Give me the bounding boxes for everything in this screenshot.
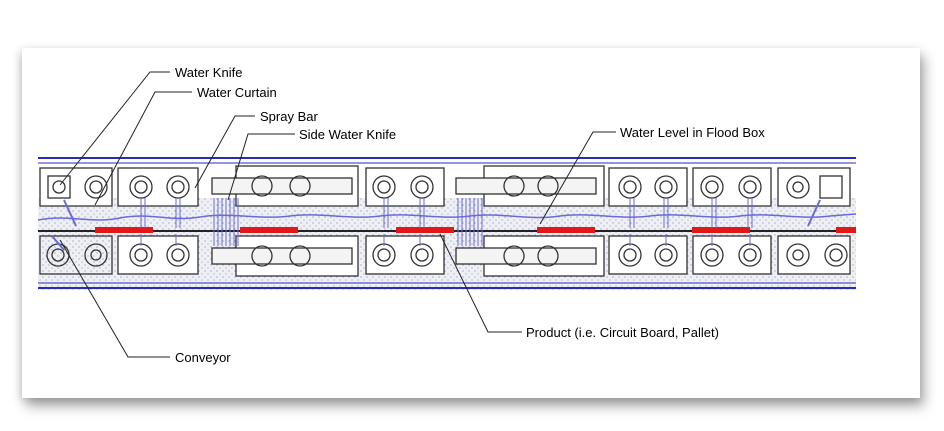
spray-curtains — [51, 198, 821, 251]
label-conveyor: Conveyor — [175, 350, 231, 365]
label-product: Product (i.e. Circuit Board, Pallet) — [526, 325, 719, 340]
lower-nozzle-row — [39, 235, 851, 277]
leader-lines — [59, 71, 616, 358]
products — [95, 227, 856, 233]
label-water-knife: Water Knife — [175, 65, 242, 80]
label-water-level: Water Level in Flood Box — [620, 125, 765, 140]
product-piece — [537, 227, 595, 233]
product-piece — [692, 227, 750, 233]
water-level-line — [37, 213, 857, 221]
label-water-curtain: Water Curtain — [197, 85, 277, 100]
product-piece — [396, 227, 454, 233]
product-piece — [240, 227, 298, 233]
product-piece — [836, 227, 856, 233]
upper-nozzle-row — [39, 165, 851, 207]
label-spray-bar: Spray Bar — [260, 109, 318, 124]
label-side-water-knife: Side Water Knife — [299, 127, 396, 142]
product-piece — [95, 227, 153, 233]
